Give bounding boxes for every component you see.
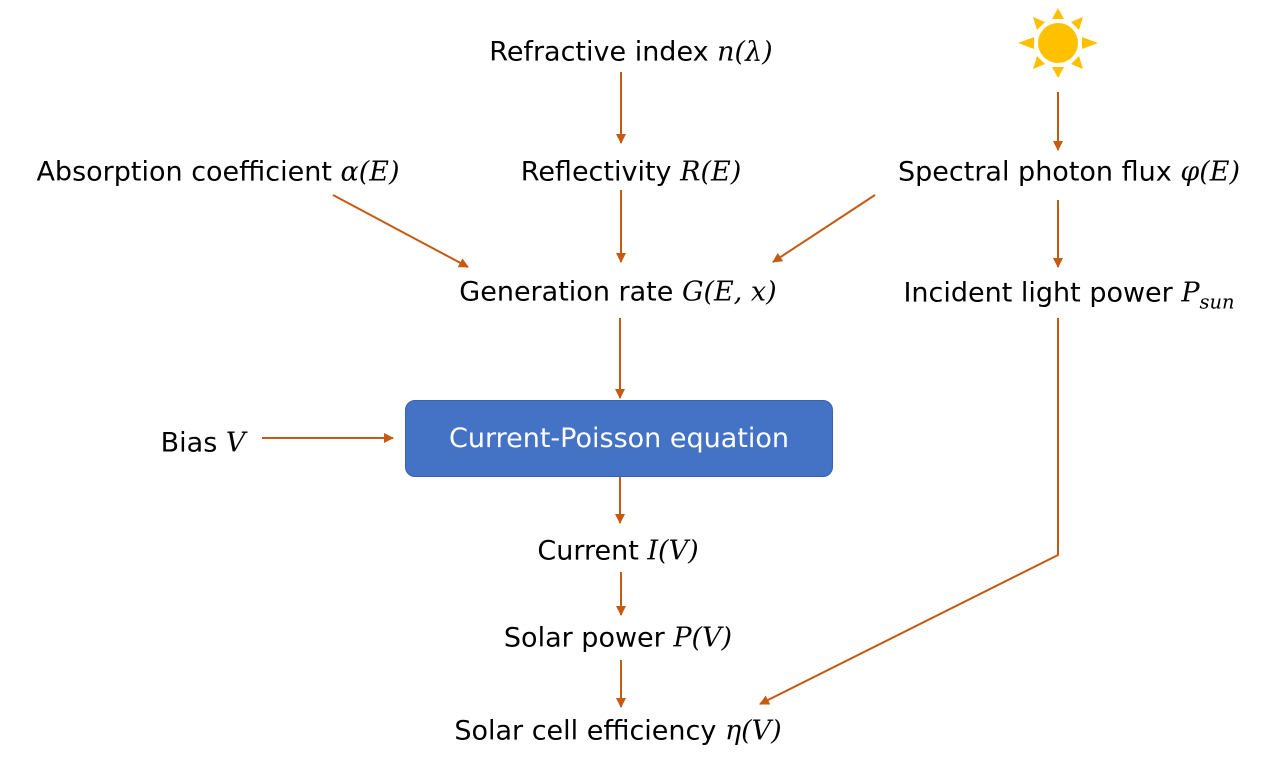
node-refractive-index-text: Refractive index xyxy=(489,36,718,68)
node-photon-flux-text: Spectral photon flux xyxy=(898,156,1181,188)
arrow-flux-to-generation xyxy=(772,194,876,263)
node-efficiency-math: η(V) xyxy=(724,715,782,747)
node-solar-power-math: P(V) xyxy=(673,622,733,654)
node-reflectivity-math: R(E) xyxy=(680,156,742,188)
node-incident-light-power: Incident light power Psun xyxy=(903,277,1234,312)
node-reflectivity-text: Reflectivity xyxy=(520,156,681,188)
node-bias-text: Bias xyxy=(160,427,226,459)
node-generation-rate-text: Generation rate xyxy=(459,276,682,308)
node-generation-rate-math: G(E, x) xyxy=(681,276,777,308)
node-bias-math: V xyxy=(225,427,246,459)
node-refractive-index-math: n(λ) xyxy=(717,36,773,68)
node-refractive-index: Refractive index n(λ) xyxy=(489,39,772,66)
node-solar-cell-efficiency: Solar cell efficiency η(V) xyxy=(454,718,781,745)
node-absorption-text: Absorption coefficient xyxy=(36,156,341,188)
node-incident-power-math: P xyxy=(1181,277,1200,309)
node-absorption-coefficient: Absorption coefficient α(E) xyxy=(36,159,399,186)
node-incident-power-sub: sun xyxy=(1199,290,1235,314)
node-current-math: I(V) xyxy=(647,535,699,567)
node-solar-power-text: Solar power xyxy=(503,622,674,654)
node-absorption-math: α(E) xyxy=(340,156,400,188)
current-poisson-equation-label: Current-Poisson equation xyxy=(449,423,789,454)
node-incident-power-text: Incident light power xyxy=(903,277,1182,309)
node-current: Current I(V) xyxy=(537,538,698,565)
sun-icon xyxy=(1018,8,1098,78)
arrow-absorption-to-generation xyxy=(332,194,469,268)
node-photon-flux-math: φ(E) xyxy=(1180,156,1240,188)
node-spectral-photon-flux: Spectral photon flux φ(E) xyxy=(898,159,1240,186)
node-efficiency-text: Solar cell efficiency xyxy=(454,715,725,747)
arrow-incident-to-efficiency xyxy=(759,318,1059,705)
node-current-text: Current xyxy=(537,535,648,567)
node-bias: Bias V xyxy=(161,430,246,457)
node-generation-rate: Generation rate G(E, x) xyxy=(459,279,776,306)
node-solar-power: Solar power P(V) xyxy=(504,625,732,652)
current-poisson-equation-box: Current-Poisson equation xyxy=(405,400,833,477)
node-reflectivity: Reflectivity R(E) xyxy=(521,159,741,186)
